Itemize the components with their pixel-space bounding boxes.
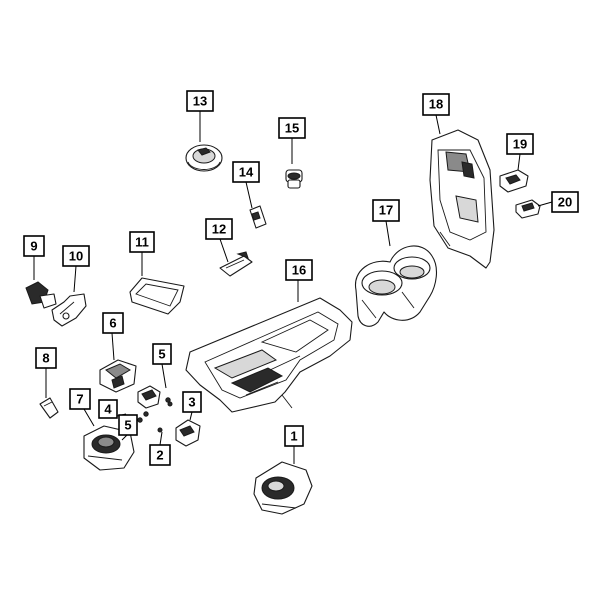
callout-15: 15 [278,117,306,139]
callout-1: 1 [284,425,304,447]
callout-10: 10 [62,245,90,267]
part-3-switch [175,419,201,447]
callout-label: 20 [558,195,572,210]
callout-label: 18 [429,97,443,112]
callout-label: 7 [76,392,83,407]
callout-label: 14 [239,165,254,180]
callout-label: 17 [379,203,393,218]
part-14-clip [249,205,267,229]
callout-label: 13 [193,94,207,109]
callout-8: 8 [35,347,57,369]
callout-5-upper: 5 [152,343,172,365]
part-4-screws [137,397,173,433]
part-11-tray [129,277,185,315]
callout-19: 19 [506,133,534,155]
callout-17: 17 [372,199,400,222]
callout-label: 16 [292,263,306,278]
callout-label: 11 [135,235,149,250]
part-13-ring [185,144,223,172]
callout-label: 15 [285,121,299,136]
callout-label: 5 [158,347,165,362]
part-19-switch [499,169,529,193]
callout-4: 4 [98,399,118,419]
part-16-console-bezel [185,297,353,413]
callout-9: 9 [23,235,45,257]
callout-label: 12 [212,222,226,237]
callout-12: 12 [205,218,233,240]
callout-label: 2 [156,448,163,463]
callout-label: 3 [188,395,195,410]
callout-label: 19 [513,137,527,152]
callout-label: 8 [42,351,49,366]
callout-11: 11 [129,231,155,253]
callout-3: 3 [182,391,202,413]
callout-2: 2 [149,444,171,466]
part-18-rear-panel [429,129,495,269]
callout-14: 14 [232,161,260,183]
callout-13: 13 [186,90,214,112]
part-10-bracket [51,293,87,327]
part-12-cover [219,251,253,277]
part-17-cup-holder [355,245,438,327]
callout-label: 1 [290,429,297,444]
callout-7: 7 [69,388,91,410]
part-5-switch [137,385,161,409]
part-15-knob [285,169,303,189]
callout-label: 10 [69,249,83,264]
callout-18: 18 [422,93,450,116]
part-7-shifter-base [83,425,135,471]
callout-label: 9 [30,239,37,254]
callout-label: 6 [109,316,116,331]
callout-20: 20 [551,191,579,213]
part-9-connector [25,281,57,309]
part-20-usb-port [515,199,541,219]
callout-label: 5 [124,418,131,433]
part-1-shift-knob [253,461,313,515]
callout-16: 16 [285,259,313,281]
callout-label: 4 [104,402,112,417]
part-8-clip [39,397,59,419]
part-6-switch-assembly [99,359,137,393]
leader-lines [33,111,553,464]
callout-5-lower: 5 [118,414,138,436]
callout-6: 6 [102,312,124,334]
